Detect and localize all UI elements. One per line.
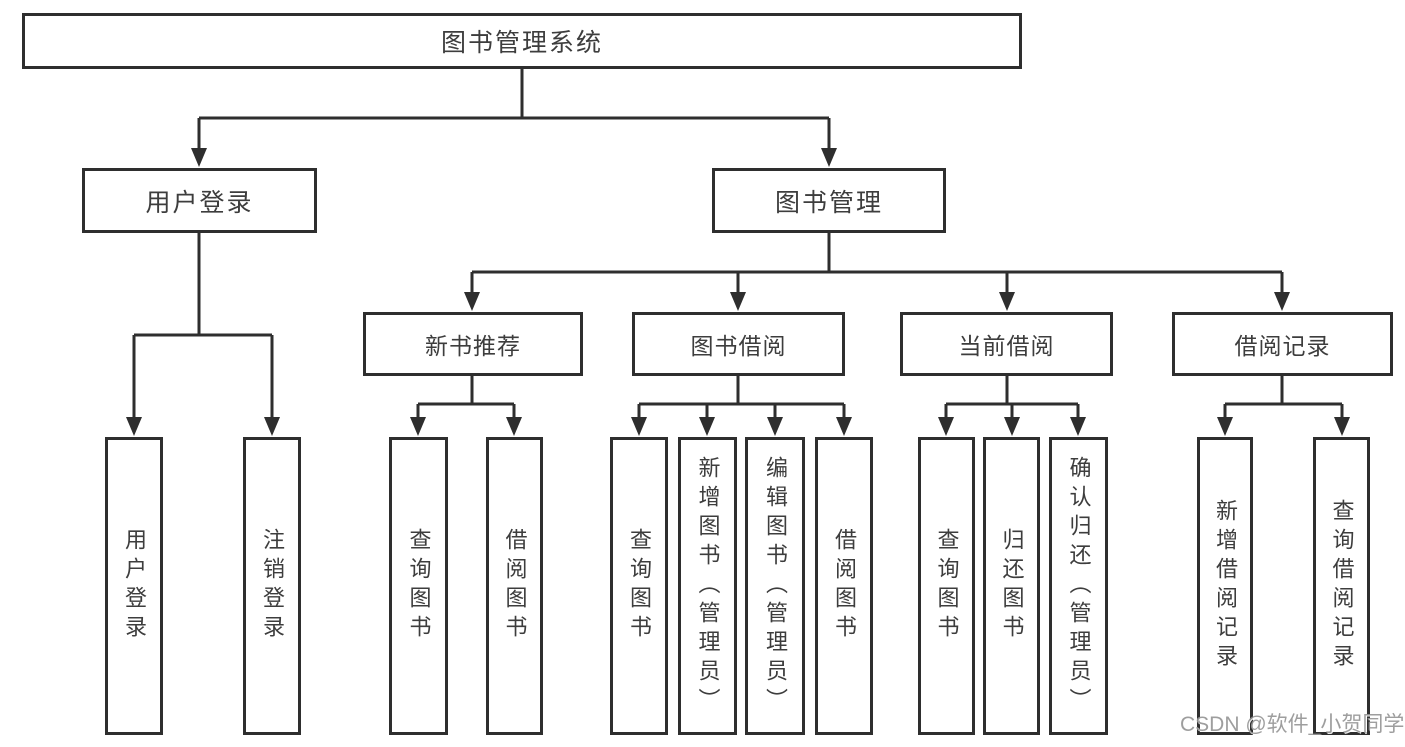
node-borrowing-borrow-books: 借阅图书: [815, 437, 873, 735]
node-new-book-recommendation: 新书推荐: [363, 312, 583, 376]
node-add-books-admin: 新增图书（管理员）: [678, 437, 737, 735]
node-user-login-group: 用户登录: [82, 168, 317, 233]
node-current-borrowing: 当前借阅: [900, 312, 1113, 376]
node-return-books: 归还图书: [983, 437, 1040, 735]
node-book-management: 图书管理: [712, 168, 946, 233]
node-current-query-books: 查询图书: [918, 437, 975, 735]
node-user-login: 用户登录: [105, 437, 163, 735]
node-book-borrowing: 图书借阅: [632, 312, 845, 376]
node-query-borrow-record: 查询借阅记录: [1313, 437, 1370, 735]
node-borrowing-records: 借阅记录: [1172, 312, 1393, 376]
node-borrowing-query-books: 查询图书: [610, 437, 668, 735]
arrowheads: [126, 148, 1350, 436]
node-recommend-borrow-books: 借阅图书: [486, 437, 543, 735]
node-logout: 注销登录: [243, 437, 301, 735]
node-recommend-query-books: 查询图书: [389, 437, 448, 735]
node-library-management-system: 图书管理系统: [22, 13, 1022, 69]
node-add-borrow-record: 新增借阅记录: [1197, 437, 1253, 735]
node-confirm-return-admin: 确认归还（管理员）: [1049, 437, 1108, 735]
csdn-watermark: CSDN @软件_小贺同学: [1180, 713, 1405, 736]
node-edit-books-admin: 编辑图书（管理员）: [745, 437, 805, 735]
